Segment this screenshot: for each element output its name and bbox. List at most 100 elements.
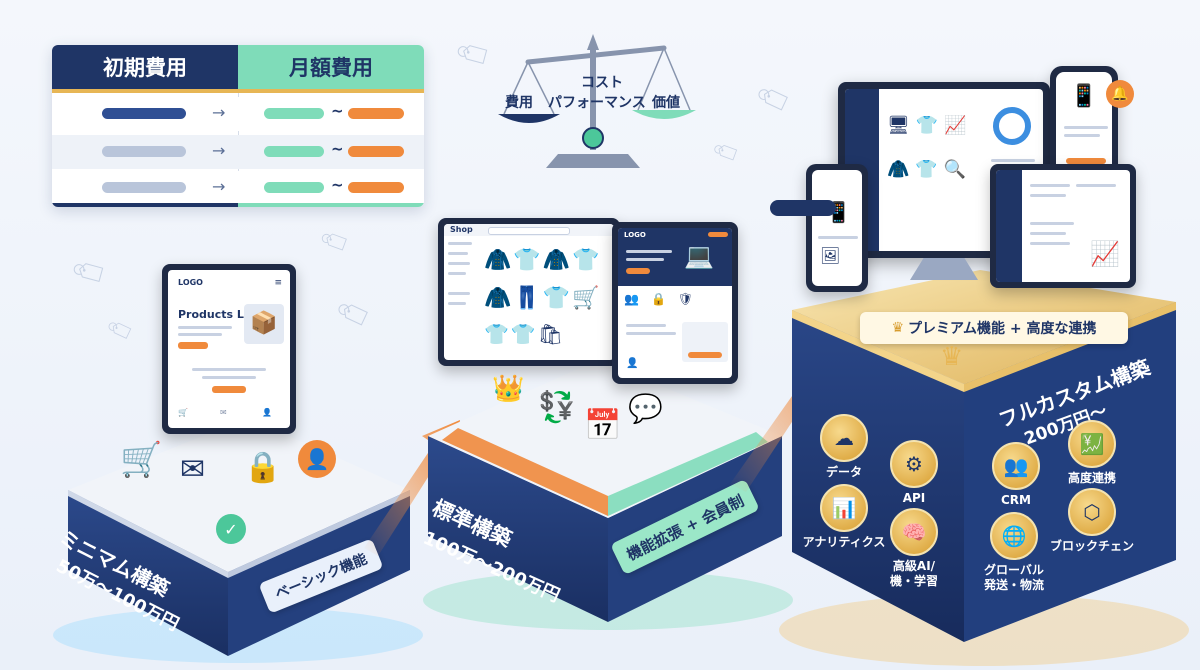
text-line <box>1030 184 1070 187</box>
cart-icon: 🛒 <box>120 440 163 480</box>
logo-text: LOGO <box>178 278 203 287</box>
lock-icon: 🔒 <box>244 450 282 485</box>
feature-label: ブロックチェン <box>1049 539 1134 553</box>
dashboard-cards: 🧥👕🔍 <box>887 159 973 180</box>
text-line <box>1030 232 1066 235</box>
text-line <box>626 258 664 261</box>
balance-right-label: 価値 <box>652 95 680 111</box>
money-exchange-icon: 💱 <box>538 390 576 425</box>
cart-icon: 🛒 <box>178 408 188 417</box>
text-line <box>626 250 672 253</box>
cta-button[interactable] <box>178 342 208 349</box>
feature-label: 高級AI/ 機・学習 <box>889 559 938 588</box>
brain-icon: 🧠 <box>890 508 938 556</box>
nav-button[interactable] <box>708 232 728 237</box>
chart-icon: 📊 <box>820 484 868 532</box>
feature-global: 🌐 グローバル 発送・物流 <box>962 512 1066 593</box>
crown-icon: ♛ <box>940 342 964 372</box>
arrow-icon: → <box>212 103 226 122</box>
search-input[interactable] <box>488 227 570 235</box>
monthly-cost-header: 月額費用 <box>238 45 424 89</box>
monthly-max-bar <box>348 146 404 157</box>
check-icon: ✓ <box>216 514 246 544</box>
mail-icon: ✉ <box>180 452 206 487</box>
feature-label: グローバル 発送・物流 <box>983 563 1044 592</box>
feature-label: CRM <box>1001 493 1031 507</box>
laptop-icon: 💻 <box>684 242 714 270</box>
fee-row: → ~ <box>52 171 424 205</box>
user-icon: 👤 <box>298 440 336 478</box>
product-grid-row: 🧥👕🧥👕 <box>484 248 602 273</box>
fee-comparison-table: 初期費用 月額費用 → ~ → ~ → ~ <box>52 45 424 207</box>
feature-blockchain: ⬡ ブロックチェン <box>1040 488 1144 554</box>
member-icons: 👥🔒🛡 <box>624 292 706 306</box>
product-box-icon: 📦 <box>244 304 284 344</box>
monthly-min-bar <box>264 146 324 157</box>
crown-members-icon: 👑 <box>492 374 525 404</box>
text-line <box>626 332 676 335</box>
shop-label: Shop <box>450 225 473 234</box>
cta-button[interactable] <box>1066 158 1106 164</box>
arrow-icon: → <box>212 141 226 160</box>
login-button[interactable] <box>688 352 722 358</box>
cta-button[interactable] <box>626 268 650 274</box>
feature-analytics: 📊 アナリティクス <box>792 484 896 550</box>
feature-label: 高度連携 <box>1067 471 1116 485</box>
monthly-min-bar <box>264 182 324 193</box>
range-symbol: ~ <box>331 140 344 158</box>
text-line <box>178 333 222 336</box>
monthly-min-bar <box>264 108 324 119</box>
range-symbol: ~ <box>331 102 344 120</box>
initial-cost-bar <box>102 182 186 193</box>
text-line <box>1030 242 1070 245</box>
text-line <box>1064 126 1108 129</box>
text-line <box>178 326 232 329</box>
phone-device: 📱 🖼 <box>806 164 868 292</box>
balance-left-label: 費用 <box>505 95 533 111</box>
cta-button[interactable] <box>212 386 246 393</box>
analytics-screen: 📈 <box>996 170 1130 282</box>
product-grid-row: 🧥👖👕🛒 <box>484 286 602 311</box>
text-line <box>1076 184 1116 187</box>
gear-icon: ⚙ <box>890 440 938 488</box>
balance-scale-icon <box>498 34 696 168</box>
balance-center-label-2: パフォーマンス <box>548 95 646 111</box>
text-line <box>202 376 256 379</box>
notification-bell-icon: 🔔 <box>1106 80 1134 108</box>
money-chart-icon: 💹 <box>1068 420 1116 468</box>
text-line <box>1030 222 1074 225</box>
products-heading: Products LP <box>178 308 252 321</box>
feature-integration: 💹 高度連携 <box>1040 420 1144 486</box>
cloud-icon: ☁ <box>820 414 868 462</box>
user-icon: 👤 <box>262 408 272 417</box>
initial-cost-bar <box>102 108 186 119</box>
monthly-max-bar <box>348 108 404 119</box>
initial-cost-header: 初期費用 <box>52 45 238 89</box>
text-line <box>626 324 666 327</box>
text-line <box>818 236 858 239</box>
donut-chart-icon <box>993 107 1031 145</box>
feature-data: ☁ データ <box>792 414 896 480</box>
filter-sidebar <box>448 242 476 352</box>
arrow-icon: → <box>212 177 226 196</box>
tablet-device: 📈 <box>990 164 1136 288</box>
phone-product-icon: 🖼 <box>820 246 841 265</box>
mail-icon: ✉ <box>220 408 227 417</box>
member-screen: LOGO 💻 👥🔒🛡 👤 <box>618 228 732 378</box>
feature-label: API <box>902 491 926 505</box>
monthly-max-bar <box>348 182 404 193</box>
phone-product-icon: 📱 <box>1070 84 1098 109</box>
logo-text: LOGO <box>624 231 646 239</box>
balance-center-label-1: コスト <box>581 75 623 91</box>
text-line <box>1064 134 1100 137</box>
price-tag-icon: 🏷 <box>753 80 796 120</box>
phone-screen: 📱 🖼 <box>812 170 862 286</box>
feature-label: アナリティクス <box>802 535 886 549</box>
crown-icon: ♛ <box>891 320 905 336</box>
text-line <box>1030 194 1066 197</box>
text-line <box>192 368 266 371</box>
price-tag-icon: 🏷 <box>318 225 354 260</box>
text-line <box>991 159 1035 162</box>
price-tag-icon: 🏷 <box>710 135 744 169</box>
shop-screen: Shop 🧥👕🧥👕 🧥👖👕🛒 👕👕🛍 <box>444 224 614 360</box>
